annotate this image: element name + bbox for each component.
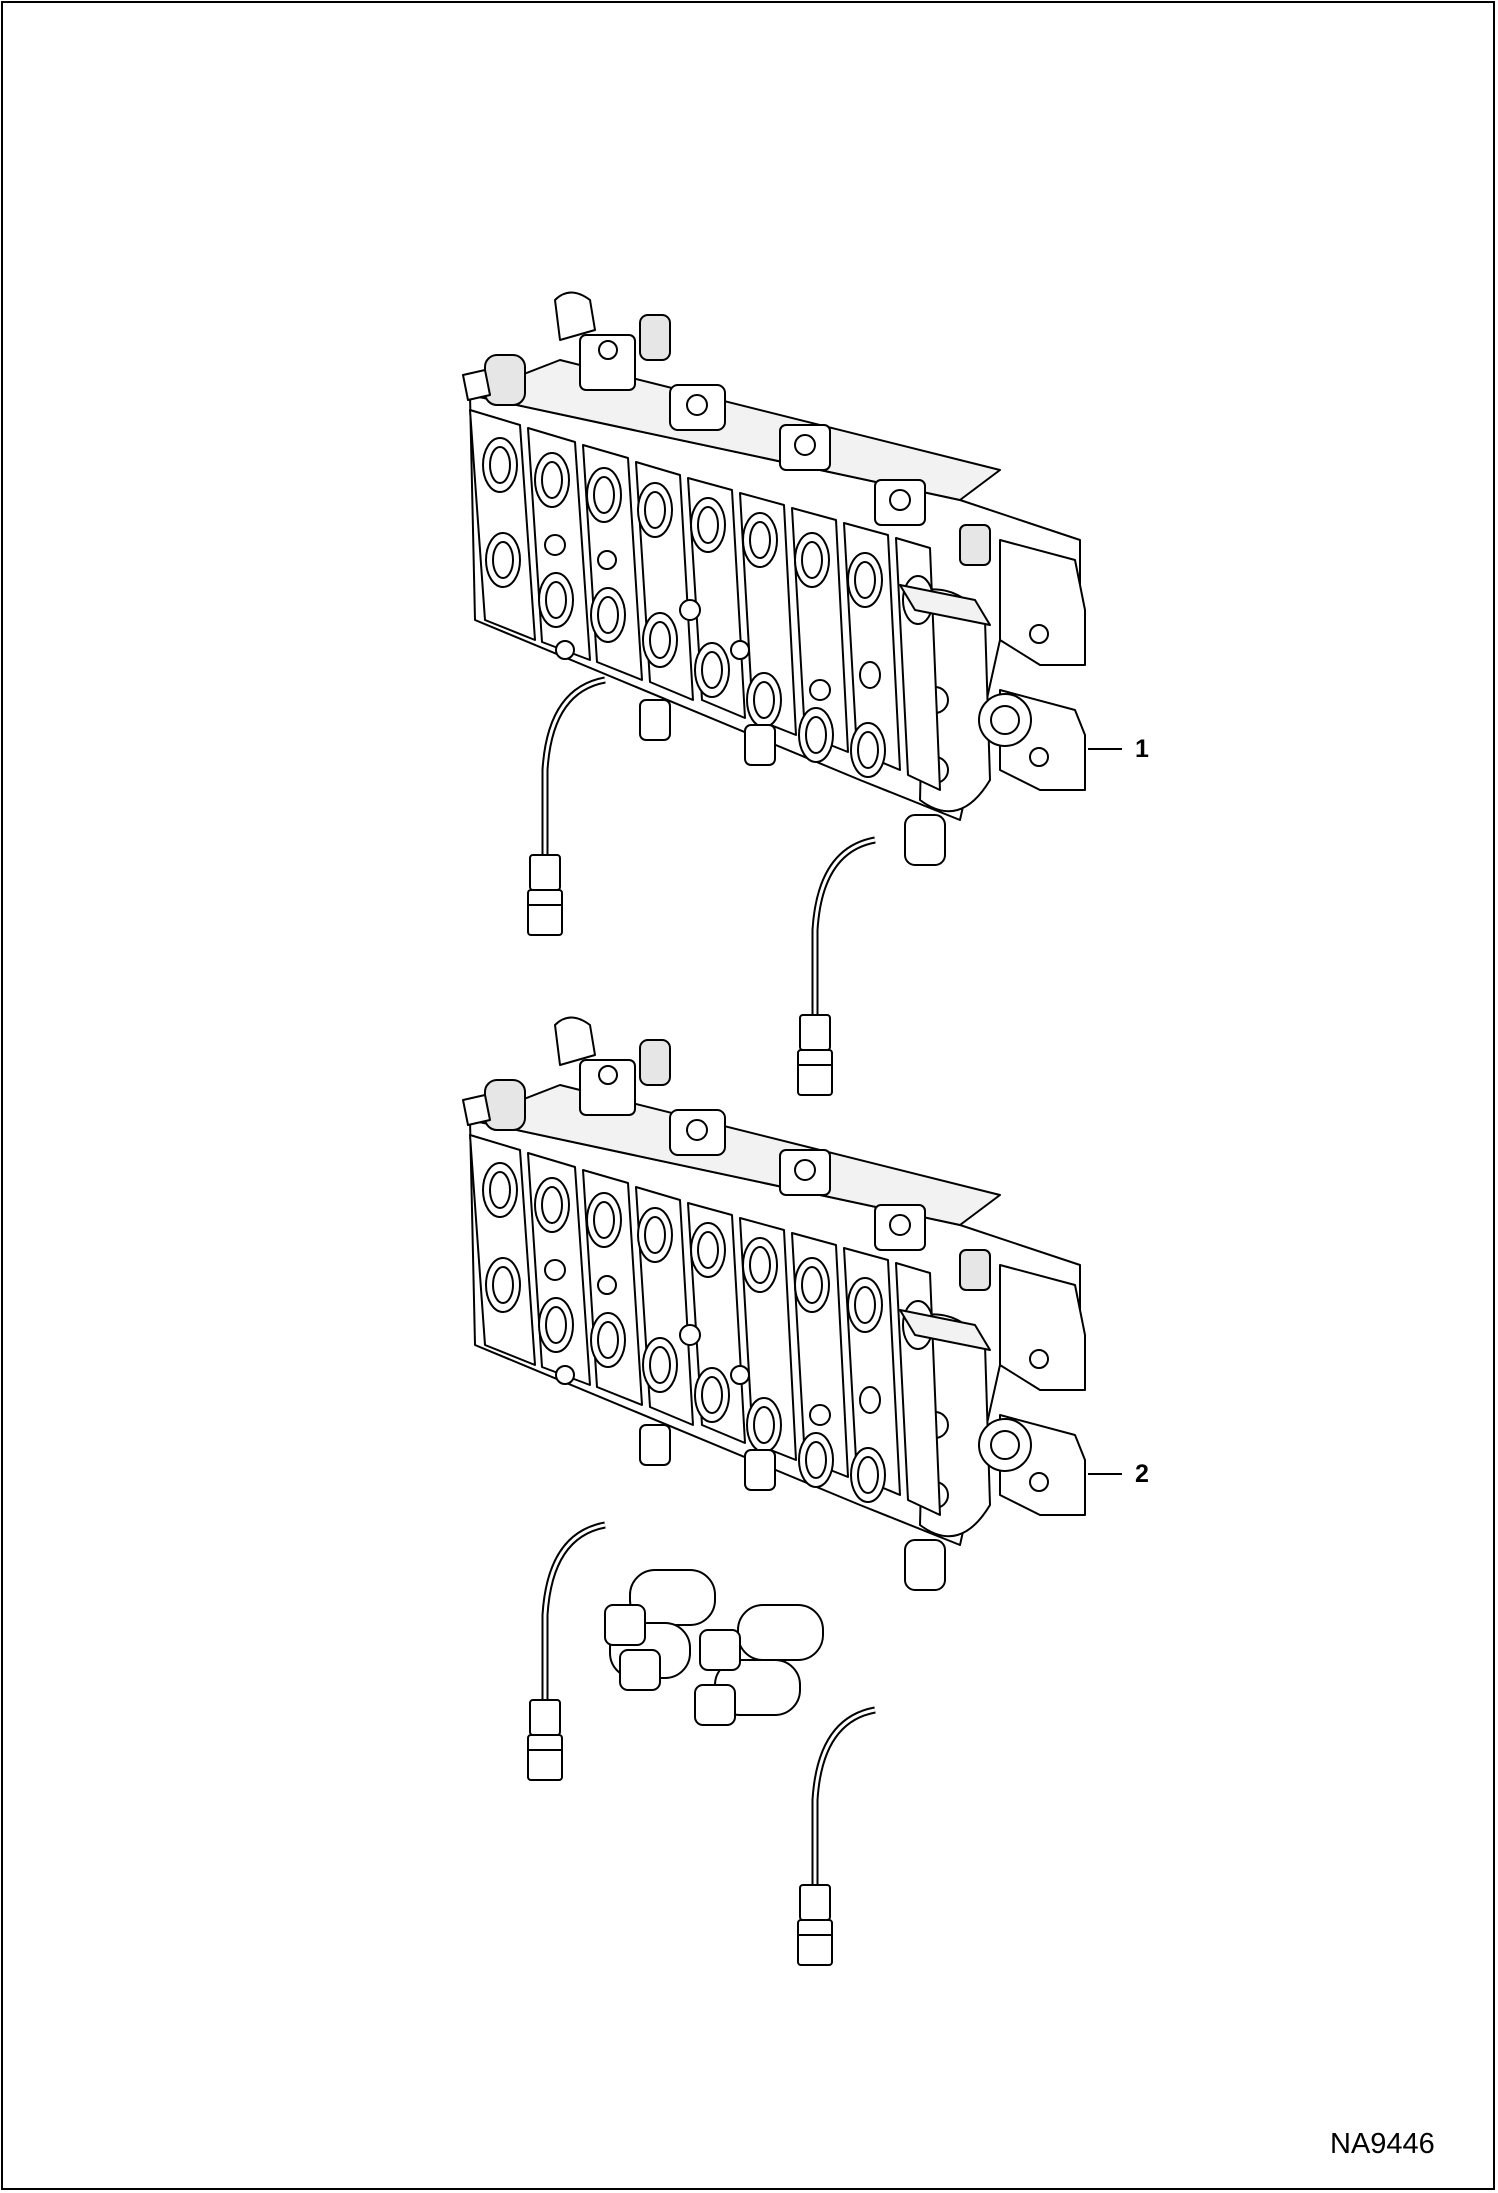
solenoid-valves [605, 1570, 823, 1725]
control-valve-assembly-2 [463, 1018, 1085, 1966]
drawing-code: NA9446 [1330, 2128, 1435, 2161]
callout-number-1: 1 [1135, 735, 1149, 764]
callout-number-2: 2 [1135, 1460, 1149, 1489]
control-valve-assembly-1 [463, 293, 1085, 1096]
